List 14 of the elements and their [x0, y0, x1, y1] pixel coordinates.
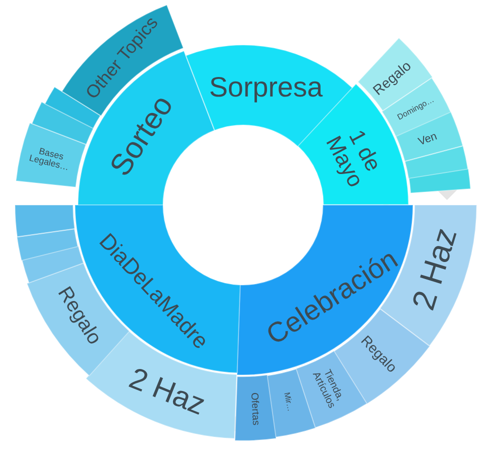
- segment-label: Ven: [416, 130, 439, 148]
- ring-segment: [32, 102, 94, 145]
- ring-segment: [22, 246, 84, 283]
- segment-label: 2 Haz: [125, 363, 210, 422]
- ring-segment: [405, 146, 468, 179]
- segment-label: 1 de Mayo: [320, 125, 388, 194]
- segment-label: Ofertas: [248, 392, 260, 426]
- ring-segment: [16, 123, 86, 188]
- segment-label: 2 Haz: [406, 224, 463, 314]
- segment-label: Sorpresa: [209, 72, 323, 102]
- ring-segment: [234, 375, 276, 441]
- segment-label: Mir…: [282, 392, 295, 412]
- ring-segment: [408, 169, 470, 194]
- ring-segment: [17, 228, 78, 260]
